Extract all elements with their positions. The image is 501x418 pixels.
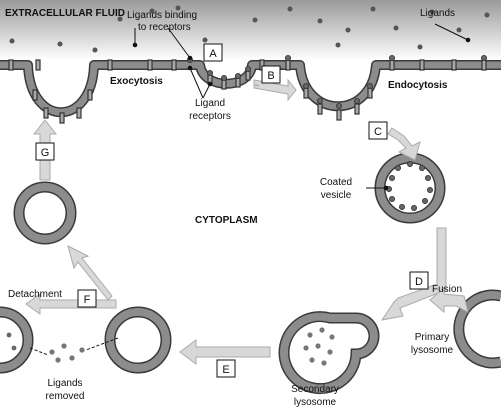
ligands-label: Ligands (420, 8, 455, 19)
primary-lysosome-label-line1: Primary (415, 332, 449, 343)
step-box-g: G (35, 142, 55, 161)
arrow-detachment (25, 293, 117, 315)
arrow-e (179, 339, 271, 365)
ligands-removed-label-line1: Ligands (47, 378, 82, 389)
step-label-a: A (209, 48, 217, 60)
bound-ligands (186, 55, 487, 110)
arrow-c (387, 127, 421, 161)
step-label-c: C (374, 126, 382, 138)
step-box-d: D (409, 271, 429, 290)
step-label-g: G (41, 147, 50, 159)
binding-label-line2: to receptors (138, 22, 191, 33)
binding-label-line1: Ligands binding (127, 10, 197, 21)
fusion-label: Fusion (432, 284, 462, 295)
arrow-d (380, 227, 447, 321)
arrow-upper-left (67, 245, 113, 301)
secondary-lysosome (278, 311, 380, 395)
membrane-receptors (8, 59, 487, 124)
coated-vesicle-label-line1: Coated (320, 177, 352, 188)
receptors-label-line1: Ligand (195, 98, 225, 109)
arrow-fusion (429, 286, 469, 314)
step-box-c: C (368, 121, 388, 140)
step-boxes: A B C D E F G (35, 43, 429, 378)
secondary-lysosome-label-line1: Secondary (291, 384, 339, 395)
removed-ligands (49, 343, 85, 363)
endocytosis-label: Endocytosis (388, 80, 448, 91)
primary-lysosome-label-line2: lysosome (411, 345, 454, 356)
extracellular-fluid-label: EXTRACELLULAR FLUID (5, 8, 125, 19)
detachment-label: Detachment (8, 289, 62, 300)
exocytosis-vesicle (13, 181, 77, 245)
detaching-vesicle (104, 306, 172, 374)
step-label-d: D (415, 276, 423, 288)
secondary-lysosome-label-line2: lysosome (294, 397, 337, 408)
arrow-a (253, 78, 297, 102)
step-box-a: A (203, 43, 223, 62)
coated-vesicle-label-line2: vesicle (321, 190, 352, 201)
process-arrows (25, 78, 469, 365)
receptors-label-line2: receptors (189, 111, 231, 122)
ligands-removed-label-line2: removed (46, 391, 85, 402)
text-labels: EXTRACELLULAR FLUID CYTOPLASM Ligands Li… (5, 8, 462, 408)
step-box-e: E (216, 359, 236, 378)
cytoplasm-label: CYTOPLASM (195, 215, 258, 226)
pointer-lines (29, 23, 471, 356)
exocytosis-label: Exocytosis (110, 76, 163, 87)
step-box-b: B (261, 65, 281, 84)
primary-lysosome (453, 289, 501, 369)
arrow-down-right (254, 84, 259, 87)
coated-vesicle (374, 152, 446, 224)
step-label-e: E (222, 364, 229, 376)
free-ligands (9, 5, 490, 53)
step-label-b: B (267, 70, 274, 82)
step-box-f: F (77, 289, 97, 308)
left-vesicle-fragment (0, 306, 34, 374)
extracellular-fluid-region (0, 0, 501, 60)
step-label-f: F (84, 294, 91, 306)
